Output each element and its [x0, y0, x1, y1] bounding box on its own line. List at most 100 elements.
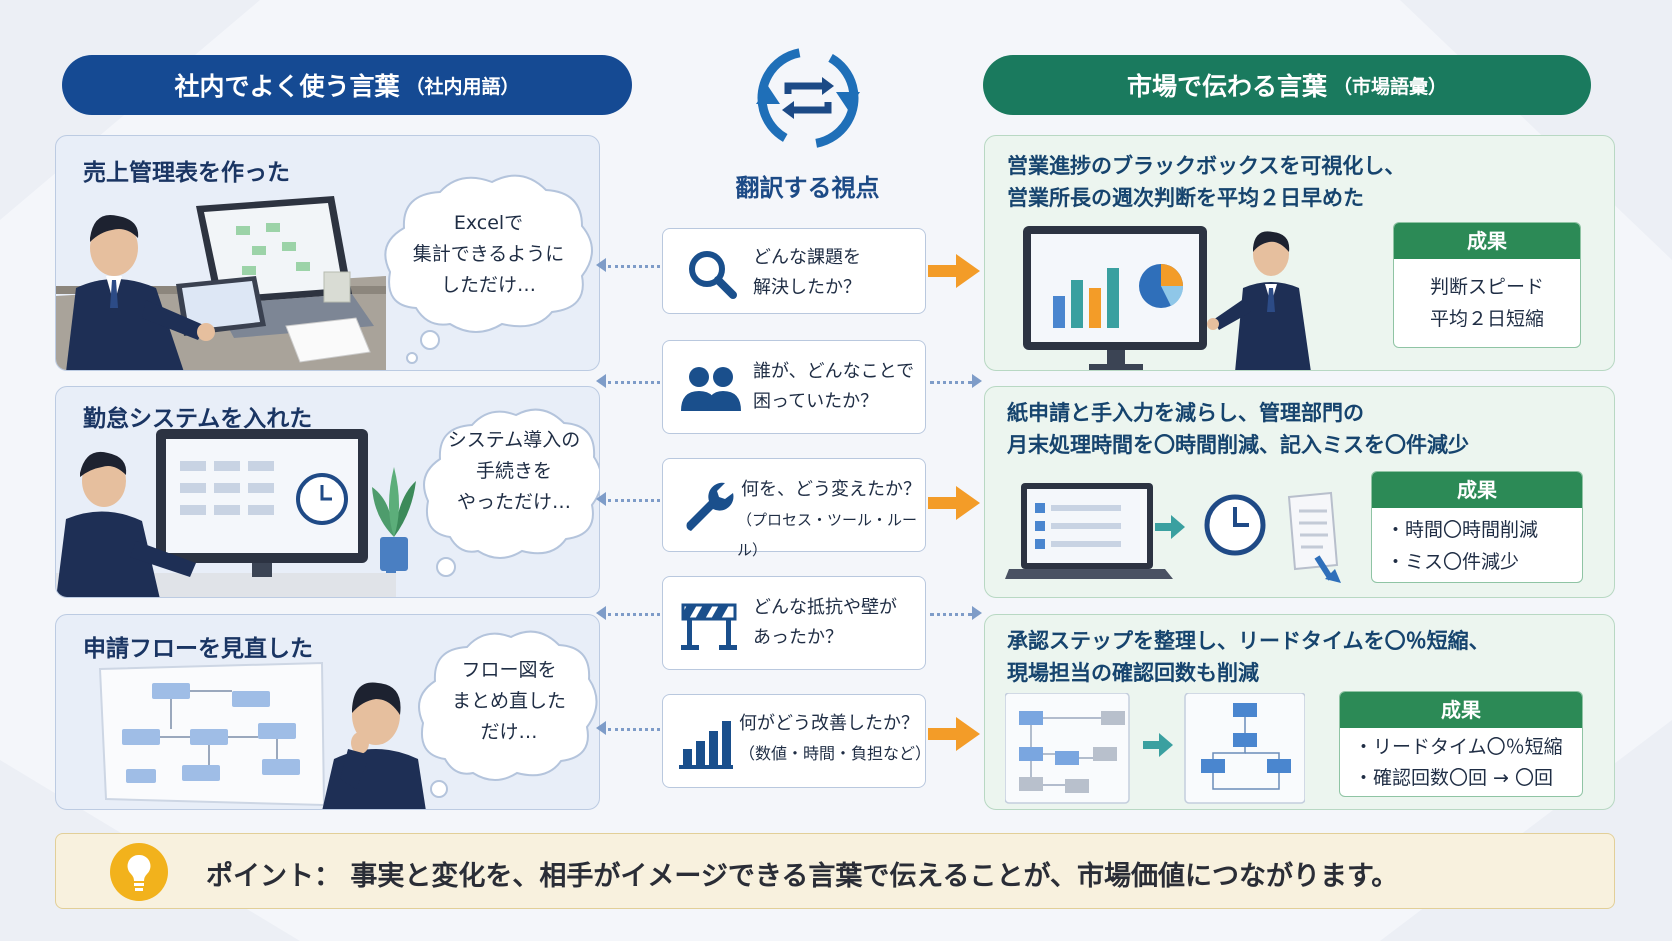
right-card-title-line: 営業所長の週次判断を平均２日早めた: [1007, 186, 1364, 210]
right-card-paper-reduction: 紙申請と手入力を減らし、管理部門の 月末処理時間を〇時間削減、記入ミスを〇件減少…: [984, 386, 1615, 598]
question-line: 困っていたか？: [753, 391, 879, 412]
left-card-title: 申請フローを見直した: [83, 636, 313, 662]
barrier-icon: [681, 603, 737, 650]
question-text: どんな抵抗や壁が あったか？: [753, 593, 897, 653]
dotted-connector: [930, 381, 972, 385]
internal-language-subtitle: （社内用語）: [405, 75, 520, 98]
right-card-title-line: 月末処理時間を〇時間削減、記入ミスを〇件減少: [1007, 433, 1469, 457]
right-card-title: 紙申請と手入力を減らし、管理部門の 月末処理時間を〇時間削減、記入ミスを〇件減少: [1007, 397, 1469, 461]
result-line: ・確認回数〇回 → 〇回: [1354, 767, 1553, 789]
question-line: どんな抵抗や壁が: [753, 597, 897, 618]
connector-arrowhead: [596, 606, 606, 620]
question-box-barrier: どんな抵抗や壁が あったか？: [662, 576, 926, 670]
left-card-sales-sheet: 売上管理表を作った Excelで 集計できるように し: [55, 135, 600, 371]
right-card-title-line: 営業進捗のブラックボックスを可視化し、: [1007, 154, 1406, 178]
before-after-flow-illustration: [1005, 693, 1305, 804]
question-line: （数値・時間・負担など）: [739, 744, 932, 763]
search-icon: [689, 251, 737, 299]
internal-language-header: 社内でよく使う言葉 （社内用語）: [62, 55, 632, 115]
center-title: 翻訳する視点: [735, 174, 880, 202]
thought-text: システム導入の 手続きを やっただけ…: [434, 425, 594, 518]
thought-bubble: [418, 630, 598, 798]
person-at-monitor-illustration: [56, 429, 396, 597]
right-card-title-line: 承認ステップを整理し、リードタイムを〇％短縮、: [1007, 629, 1490, 653]
thought-text: フロー図を まとめ直した だけ…: [429, 655, 589, 748]
question-line: 解決したか？: [753, 277, 861, 298]
right-card-title-line: 現場担当の確認回数も削減: [1007, 661, 1259, 685]
question-line: 何を、どう変えたか？: [741, 479, 921, 500]
result-heading: 成果: [1340, 692, 1582, 728]
thought-line: しただけ…: [440, 274, 536, 296]
bar-chart-icon: [679, 721, 733, 769]
question-box-problem: どんな課題を 解決したか？: [662, 228, 926, 314]
orange-arrow-icon: [928, 717, 980, 751]
result-line: 判断スピード: [1429, 276, 1544, 298]
people-icon: [681, 367, 741, 411]
orange-arrow-icon: [928, 254, 980, 288]
connector-arrowhead: [596, 374, 606, 388]
left-card-attendance-system: 勤怠システムを入れた システム導入の 手続きを やっただけ…: [55, 386, 600, 598]
connector-arrowhead: [596, 721, 606, 735]
thought-line: 手続きを: [475, 460, 552, 482]
question-line: どんな課題を: [753, 247, 861, 268]
question-box-change: 何を、どう変えたか？ （プロセス・ツール・ルール）: [662, 458, 926, 559]
result-line: 平均２日短縮: [1429, 308, 1544, 330]
point-banner: ポイント： 事実と変化を、相手がイメージできる言葉で伝えることが、市場価値につな…: [55, 833, 1615, 909]
dotted-connector: [930, 613, 972, 617]
right-card-sales-visibility: 営業進捗のブラックボックスを可視化し、 営業所長の週次判断を平均２日早めた 成果…: [984, 135, 1615, 371]
process-improvement-illustration: [1005, 483, 1341, 583]
question-text: 何がどう改善したか？ （数値・時間・負担など）: [739, 709, 932, 769]
dotted-connector: [608, 265, 660, 269]
result-heading: 成果: [1372, 472, 1582, 508]
connector-arrowhead: [972, 374, 982, 388]
thought-line: やっただけ…: [456, 491, 571, 513]
thought-line: だけ…: [480, 721, 538, 743]
question-text: 何を、どう変えたか？ （プロセス・ツール・ルール）: [737, 475, 925, 565]
result-line: ・ミス〇件減少: [1386, 551, 1520, 573]
right-card-approval-leadtime: 承認ステップを整理し、リードタイムを〇％短縮、 現場担当の確認回数も削減 成果 …: [984, 614, 1615, 810]
thought-bubble: [384, 174, 593, 364]
question-box-who: 誰が、どんなことで 困っていたか？: [662, 340, 926, 434]
thought-line: フロー図を: [461, 659, 557, 681]
wrench-icon: [686, 482, 734, 531]
orange-arrow-icon: [928, 486, 980, 520]
result-box: 成果 ・リードタイム〇％短縮 ・確認回数〇回 → 〇回: [1339, 691, 1583, 797]
thought-line: 集計できるように: [412, 243, 565, 265]
sync-icon: [756, 47, 860, 149]
right-card-title: 承認ステップを整理し、リードタイムを〇％短縮、 現場担当の確認回数も削減: [1007, 625, 1490, 689]
right-card-title: 営業進捗のブラックボックスを可視化し、 営業所長の週次判断を平均２日早めた: [1007, 150, 1405, 214]
result-line: ・時間〇時間削減: [1386, 519, 1539, 541]
dashboard-presentation-illustration: [1023, 226, 1311, 370]
dotted-connector: [608, 381, 660, 385]
question-line: あったか？: [753, 627, 843, 648]
connector-arrowhead: [596, 258, 606, 272]
flowchart-review-illustration: [98, 661, 426, 809]
question-box-improvement: 何がどう改善したか？ （数値・時間・負担など）: [662, 694, 932, 788]
result-box: 成果 判断スピード 平均２日短縮: [1393, 222, 1581, 348]
internal-language-title: 社内でよく使う言葉: [174, 72, 400, 101]
connector-arrowhead: [972, 606, 982, 620]
thought-line: Excelで: [453, 212, 524, 234]
left-card-title: 売上管理表を作った: [83, 160, 290, 186]
thought-line: システム導入の: [447, 429, 581, 451]
thought-text: Excelで 集計できるように しただけ…: [396, 208, 581, 301]
question-text: 誰が、どんなことで 困っていたか？: [753, 357, 914, 417]
thought-line: まとめ直した: [451, 690, 566, 712]
market-language-subtitle: （市場語彙）: [1333, 75, 1448, 98]
result-heading: 成果: [1394, 223, 1580, 259]
thought-bubble: [423, 408, 599, 577]
left-card-title: 勤怠システムを入れた: [83, 406, 313, 432]
left-card-approval-flow: 申請フローを見直した フロー図を まとめ直した だけ…: [55, 614, 600, 810]
market-language-title: 市場で伝わる言葉: [1126, 72, 1327, 101]
question-line: （プロセス・ツール・ルール）: [737, 511, 918, 559]
question-line: 何がどう改善したか？: [739, 713, 919, 734]
result-line: ・リードタイム〇％短縮: [1354, 736, 1563, 758]
plant-icon: [372, 467, 416, 571]
dotted-connector: [608, 499, 660, 503]
result-box: 成果 ・時間〇時間削減 ・ミス〇件減少: [1371, 471, 1583, 583]
dotted-connector: [608, 613, 660, 617]
market-language-header: 市場で伝わる言葉 （市場語彙）: [983, 55, 1591, 115]
question-text: どんな課題を 解決したか？: [753, 243, 861, 303]
question-line: 誰が、どんなことで: [753, 361, 915, 382]
lightbulb-icon: [110, 843, 168, 901]
